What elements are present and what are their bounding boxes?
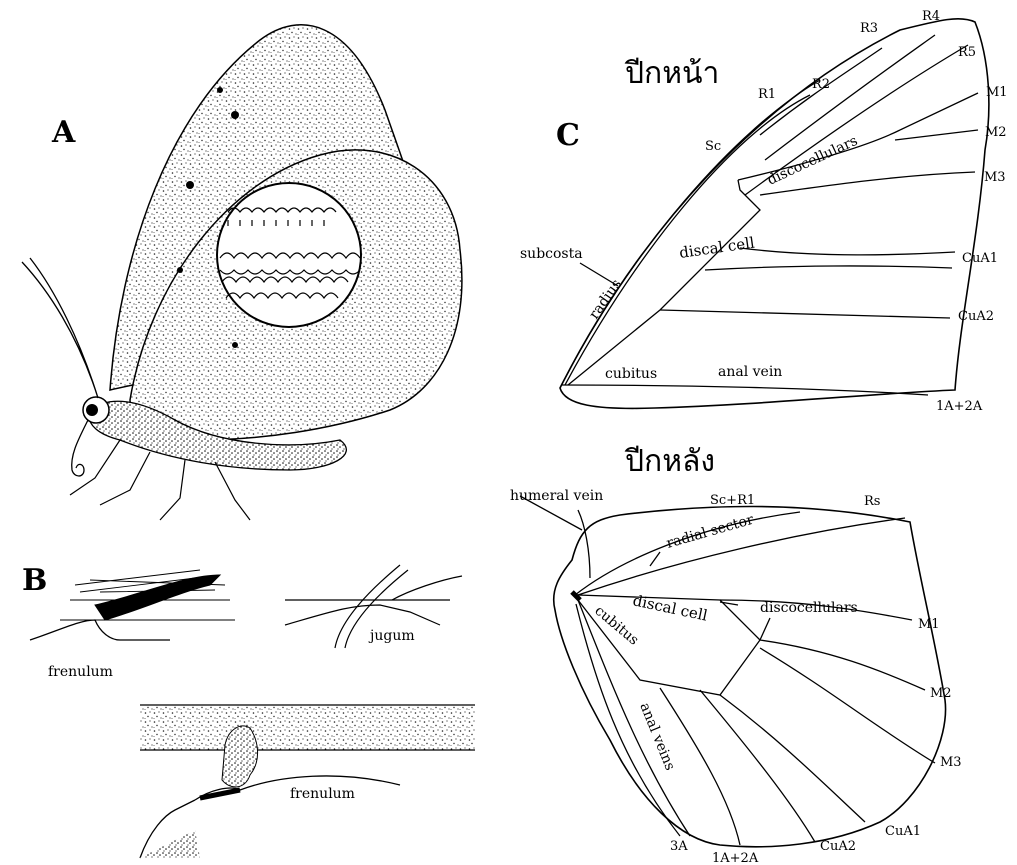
hindwing-vein-m3: M3 xyxy=(940,755,962,770)
hindwing-vein-m2: M2 xyxy=(930,686,952,701)
panel-a-letter: A xyxy=(51,115,76,150)
forewing-vein-m3: M3 xyxy=(984,170,1006,185)
hindwing-label-anal-veins: anal veins xyxy=(636,701,678,773)
hindwing-label-radial-sector: radial sector xyxy=(665,512,756,552)
panel-c-letter: C xyxy=(556,118,580,153)
scale-magnification-circle xyxy=(217,183,361,327)
hindwing-vein-m1: M1 xyxy=(918,617,940,632)
forewing-label-subcosta: subcosta xyxy=(520,246,583,262)
forewing-vein-r2: R2 xyxy=(812,77,830,92)
forewing-vein-r1: R1 xyxy=(758,87,776,102)
forewing-label-anal-vein: anal vein xyxy=(718,364,782,380)
panel-b-wing-coupling: B frenulum jugum frenulum xyxy=(22,563,475,858)
hindwing-vein-sc-r1: Sc+R1 xyxy=(710,493,755,508)
forewing-vein-1a2a: 1A+2A xyxy=(936,399,983,414)
antenna xyxy=(22,258,98,398)
hindwing-vein-cua1: CuA1 xyxy=(885,824,921,839)
forewing-label-discal-cell: discal cell xyxy=(678,234,756,262)
forewing-vein-r5: R5 xyxy=(958,45,976,60)
forewing-vein-sc: Sc xyxy=(705,139,721,154)
hindwing-vein-rs: Rs xyxy=(864,494,880,509)
hindwing-venation xyxy=(520,496,946,847)
forewing-vein-r4: R4 xyxy=(922,9,940,24)
hindwing-vein-cua2: CuA2 xyxy=(820,839,856,854)
frenulum-detail-bottom xyxy=(140,705,475,858)
frenulum-label-bottom: frenulum xyxy=(290,786,355,802)
forewing-vein-cua1: CuA1 xyxy=(962,251,998,266)
hindwing-vein-3a: 3A xyxy=(670,839,688,854)
panel-c-forewing: C ปีกหน้า R4 R3 xyxy=(520,9,1008,414)
forewing-label-discocellulars: discocellulars xyxy=(765,133,860,189)
proboscis xyxy=(72,420,88,476)
forewing-vein-m1: M1 xyxy=(986,85,1008,100)
forewing-vein-cua2: CuA2 xyxy=(958,309,994,324)
forewing-title: ปีกหน้า xyxy=(624,56,719,91)
hindwing-label-discocellulars: discocellulars xyxy=(760,600,858,616)
hindwing-vein-1a2a: 1A+2A xyxy=(712,851,759,865)
panel-b-letter: B xyxy=(22,563,47,598)
hindwing-label-discal-cell: discal cell xyxy=(631,591,709,624)
forewing-vein-r3: R3 xyxy=(860,21,878,36)
forewing-label-cubitus: cubitus xyxy=(605,366,657,382)
hindwing-label-humeral-vein: humeral vein xyxy=(510,488,603,504)
hindwing-title: ปีกหลัง xyxy=(624,444,715,479)
panel-a-butterfly: A xyxy=(22,25,462,520)
forewing-vein-m2: M2 xyxy=(985,125,1007,140)
frenulum-label-top: frenulum xyxy=(48,664,113,680)
jugum-label: jugum xyxy=(368,628,415,644)
panel-c-hindwing: ปีกหลัง xyxy=(510,444,962,865)
frenulum-detail-top xyxy=(30,570,235,640)
hindwing-label-cubitus: cubitus xyxy=(591,603,641,649)
